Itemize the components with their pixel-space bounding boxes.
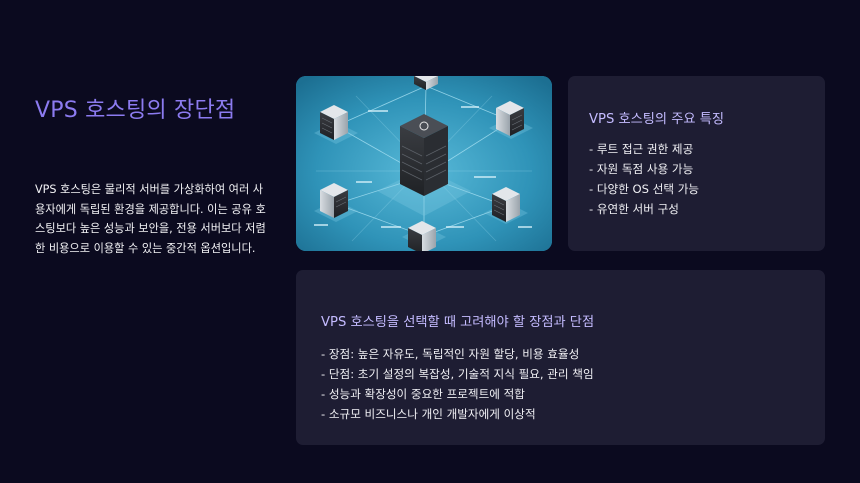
list-item: - 장점: 높은 자유도, 독립적인 자원 할당, 비용 효율성 xyxy=(321,347,580,361)
server-network-image xyxy=(296,76,552,251)
list-item: - 자원 독점 사용 가능 xyxy=(589,162,694,176)
list-item: - 소규모 비즈니스나 개인 개발자에게 이상적 xyxy=(321,407,536,421)
list-item: - 다양한 OS 선택 가능 xyxy=(589,182,700,196)
list-item: - 성능과 확장성이 중요한 프로젝트에 적합 xyxy=(321,387,525,401)
pros-cons-card: VPS 호스팅을 선택할 때 고려해야 할 장점과 단점 - 장점: 높은 자유… xyxy=(296,270,825,445)
features-list: - 루트 접근 권한 제공 - 자원 독점 사용 가능 - 다양한 OS 선택 … xyxy=(589,139,699,219)
slide-description: VPS 호스팅은 물리적 서버를 가상화하여 여러 사용자에게 독립된 환경을 … xyxy=(35,183,266,255)
list-item: - 단점: 초기 설정의 복잡성, 기술적 지식 필요, 관리 책임 xyxy=(321,367,594,381)
slide-title: VPS 호스팅의 장단점 xyxy=(35,98,236,123)
list-item: - 유연한 서버 구성 xyxy=(589,202,679,216)
server-network-illustration xyxy=(296,76,552,251)
features-heading: VPS 호스팅의 주요 특징 xyxy=(589,112,724,127)
features-card: VPS 호스팅의 주요 특징 - 루트 접근 권한 제공 - 자원 독점 사용 … xyxy=(568,76,825,251)
pros-cons-list: - 장점: 높은 자유도, 독립적인 자원 할당, 비용 효율성 - 단점: 초… xyxy=(321,344,594,424)
pros-cons-heading: VPS 호스팅을 선택할 때 고려해야 할 장점과 단점 xyxy=(321,315,595,330)
list-item: - 루트 접근 권한 제공 xyxy=(589,142,694,156)
